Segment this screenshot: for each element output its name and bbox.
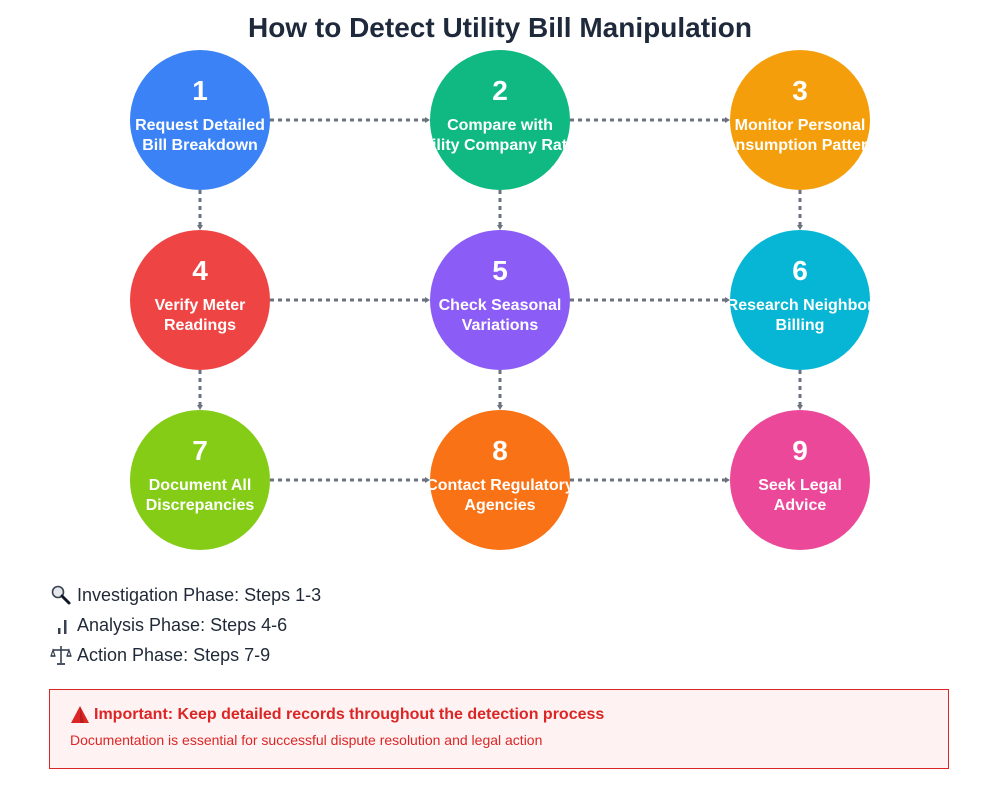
step-label-line: Discrepancies [146, 497, 255, 514]
connector-4-5 [270, 297, 430, 303]
legend-label: Analysis Phase: Steps 4-6 [77, 615, 288, 635]
step-label-line: Variations [462, 317, 539, 334]
alert-description: Documentation is essential for successfu… [70, 732, 543, 748]
step-number: 7 [192, 435, 208, 466]
step-circle [430, 50, 570, 190]
step-label-line: Research Neighbor [727, 297, 874, 314]
legend-item-action: Action Phase: Steps 7-9 [50, 640, 321, 670]
connector-3-6 [797, 190, 803, 230]
step-circle [430, 410, 570, 550]
step-label-line: Contact Regulatory [426, 477, 574, 494]
important-alert: Important: Keep detailed records through… [49, 689, 949, 769]
step-label-line: Advice [774, 497, 827, 514]
legend-label: Investigation Phase: Steps 1-3 [77, 585, 322, 605]
step-label-line: Bill Breakdown [142, 137, 258, 154]
step-label-line: Document All [149, 477, 252, 494]
step-circle [130, 230, 270, 370]
connector-2-5 [497, 190, 503, 230]
step-label-line: Billing [776, 317, 825, 334]
connector-1-4 [197, 190, 203, 230]
warning-icon [70, 705, 90, 725]
step-number: 2 [492, 75, 508, 106]
connector-4-7 [197, 370, 203, 410]
step-number: 5 [492, 255, 508, 286]
step-label-line: Compare with [447, 117, 553, 134]
step-label-line: Utility Company Rates [415, 137, 585, 154]
step-circle [730, 410, 870, 550]
step-circle [730, 230, 870, 370]
step-label-line: Seek Legal [758, 477, 842, 494]
connector-2-3 [570, 117, 730, 123]
bar-chart-icon [50, 614, 72, 636]
connectors [197, 117, 803, 483]
step-label-line: Request Detailed [135, 117, 265, 134]
connector-1-2 [270, 117, 430, 123]
step-number: 1 [192, 75, 208, 106]
legend-item-investigation: Investigation Phase: Steps 1-3 [50, 580, 321, 610]
step-circle [730, 50, 870, 190]
step-label-line: Agencies [464, 497, 535, 514]
step-label-line: Check Seasonal [439, 297, 562, 314]
connector-5-8 [497, 370, 503, 410]
legend-item-analysis: Analysis Phase: Steps 4-6 [50, 610, 321, 640]
step-label-line: Readings [164, 317, 236, 334]
alert-title-text: Important: Keep detailed records through… [94, 706, 605, 723]
connector-7-8 [270, 477, 430, 483]
step-circle [430, 230, 570, 370]
step-number: 8 [492, 435, 508, 466]
step-number: 6 [792, 255, 808, 286]
page-title: How to Detect Utility Bill Manipulation [248, 12, 752, 43]
connector-6-9 [797, 370, 803, 410]
phase-legend: Investigation Phase: Steps 1-3 Analysis … [50, 580, 321, 670]
step-circle [130, 410, 270, 550]
step-label-line: Verify Meter [155, 297, 246, 314]
alert-title: Important: Keep detailed records through… [70, 705, 604, 725]
step-label-line: Consumption Patterns [714, 137, 886, 154]
magnifier-icon [50, 584, 72, 606]
step-number: 4 [192, 255, 208, 286]
step-number: 9 [792, 435, 808, 466]
connector-5-6 [570, 297, 730, 303]
legend-label: Action Phase: Steps 7-9 [77, 645, 271, 665]
step-circle [130, 50, 270, 190]
step-label-line: Monitor Personal [735, 117, 866, 134]
step-number: 3 [792, 75, 808, 106]
connector-8-9 [570, 477, 730, 483]
scales-icon [50, 644, 72, 666]
